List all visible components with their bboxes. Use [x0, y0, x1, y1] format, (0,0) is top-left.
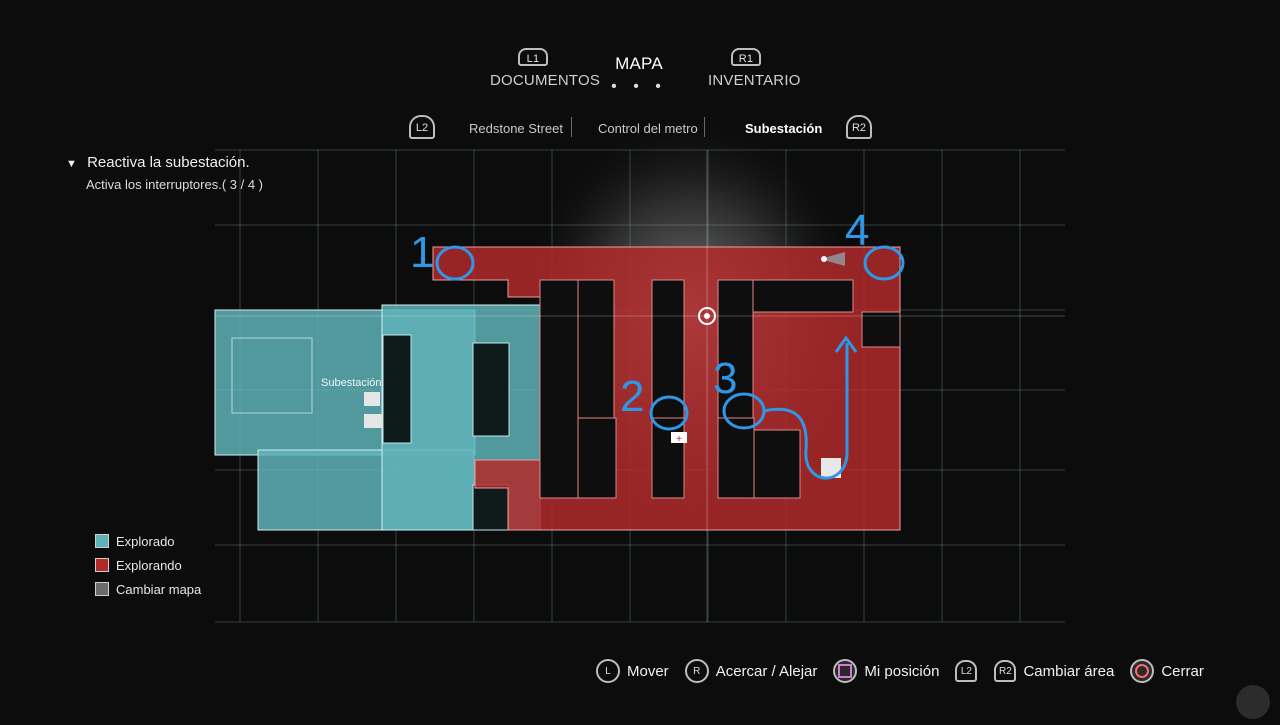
tab-mapa-label: MAPA [615, 54, 663, 73]
legend-swatch [95, 582, 109, 596]
legend-item-explorado: Explorado [95, 529, 201, 553]
typewriter-icon [364, 392, 380, 406]
divider [704, 117, 705, 137]
cube-item-icon [821, 458, 841, 478]
switch-marker-2: 2 [620, 372, 645, 421]
legend-swatch [95, 558, 109, 572]
map-legend: Explorado Explorando Cambiar mapa [95, 529, 201, 601]
camera-cone-icon [821, 252, 845, 266]
r2-trigger-icon: R2 [994, 660, 1017, 682]
switch-annotations [435, 245, 905, 480]
divider [571, 117, 572, 137]
circle-button-icon [1130, 659, 1155, 683]
tab-inventario-label: INVENTARIO [708, 72, 801, 89]
tab-inventario[interactable]: R1 INVENTARIO [708, 48, 800, 89]
left-stick-icon: L [596, 659, 620, 683]
control-cambiar-area[interactable]: R2 Cambiar área [994, 660, 1114, 682]
switch-marker-4: 4 [845, 206, 870, 255]
control-label: Mi posición [864, 662, 940, 680]
l2-trigger-icon: L2 [955, 660, 978, 682]
control-mi-posicion[interactable]: Mi posición [833, 659, 939, 683]
watermark-logo [1236, 685, 1270, 719]
area-redstone-street[interactable]: Redstone Street [469, 121, 563, 136]
control-label: Mover [627, 662, 669, 680]
objective-toggle[interactable]: ▼ Reactiva la subestación. [66, 154, 263, 171]
area-subestacion[interactable]: Subestación [745, 121, 823, 136]
room-label: Subestación [321, 377, 382, 389]
r1-button-icon: R1 [731, 48, 761, 66]
area-control-del-metro[interactable]: Control del metro [598, 121, 698, 136]
square-button-icon [833, 659, 858, 683]
chevron-down-icon: ▼ [66, 158, 77, 170]
control-zoom[interactable]: R Acercar / Alejar [684, 659, 818, 683]
l1-button-icon: L1 [518, 48, 548, 66]
objective-title: Reactiva la subestación. [87, 154, 250, 171]
control-cerrar[interactable]: Cerrar [1130, 659, 1204, 683]
legend-label: Explorado [116, 533, 175, 549]
tab-documentos[interactable]: L1 DOCUMENTOS [490, 48, 600, 89]
switch-marker-3: 3 [713, 354, 738, 403]
objective-subtitle: Activa los interruptores.( 3 / 4 ) [86, 177, 264, 192]
legend-label: Cambiar mapa [116, 581, 202, 597]
r2-button-icon[interactable]: R2 [846, 115, 872, 139]
first-aid-icon: + [671, 432, 687, 445]
right-stick-icon: R [684, 659, 709, 683]
legend-label: Explorando [116, 557, 182, 573]
control-mover[interactable]: L Mover [596, 659, 669, 683]
legend-item-cambiar-mapa: Cambiar mapa [95, 577, 201, 601]
legend-swatch [95, 534, 109, 548]
legend-item-explorando: Explorando [95, 553, 201, 577]
player-position-icon [698, 307, 716, 325]
page-dots: • • • [611, 78, 667, 95]
item-box-icon [364, 414, 382, 428]
switch-marker-1: 1 [410, 228, 435, 277]
svg-text:+: + [676, 434, 682, 445]
area-selector: L2 Redstone Street Control del metro Sub… [0, 115, 1280, 145]
control-label: Acercar / Alejar [715, 662, 818, 680]
control-l2[interactable]: L2 [955, 660, 984, 682]
tab-documentos-label: DOCUMENTOS [490, 72, 601, 89]
top-nav: L1 DOCUMENTOS MAPA • • • R1 INVENTARIO [0, 48, 1280, 108]
objective-panel: ▼ Reactiva la subestación. Activa los in… [66, 154, 263, 192]
control-label: Cerrar [1161, 662, 1204, 680]
control-label: Cambiar área [1023, 662, 1115, 680]
tab-mapa[interactable]: MAPA • • • [606, 54, 672, 95]
control-hints: L Mover R Acercar / Alejar Mi posición L… [596, 657, 1220, 685]
l2-button-icon[interactable]: L2 [409, 115, 435, 139]
